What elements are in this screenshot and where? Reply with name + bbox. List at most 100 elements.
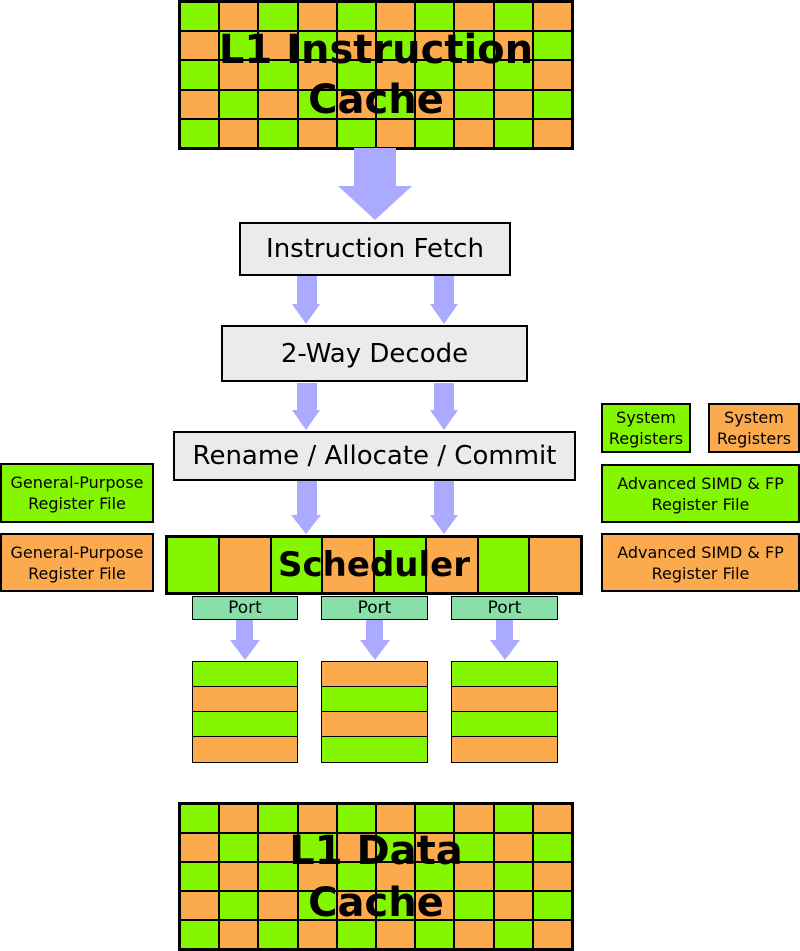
l1-data-cache-label-wrap: L1 Data Cache: [178, 802, 574, 951]
arrow-port2-unit: [360, 620, 390, 660]
cache-cell: [336, 118, 376, 148]
cache-cell: [180, 118, 220, 148]
cache-cell: [258, 60, 298, 90]
cache-cell: [180, 31, 220, 61]
cache-cell: [532, 31, 572, 61]
simd-fp-register-file-green-line1: Advanced SIMD & FP: [617, 473, 784, 493]
l1-data-cache-line2: Cache: [308, 879, 444, 926]
cache-cell: [297, 89, 337, 119]
simd-fp-register-file-orange-line2: Register File: [651, 563, 750, 583]
scheduler-cell: [529, 537, 581, 593]
cache-cell: [297, 2, 337, 32]
port-3-label: Port: [487, 598, 522, 618]
cache-cell: [336, 833, 376, 862]
gp-register-file-green-line2: Register File: [28, 494, 126, 513]
cache-cell: [219, 891, 259, 920]
cache-cell: [415, 2, 455, 32]
cache-cell: [376, 862, 416, 891]
cache-cell: [493, 60, 533, 90]
cache-cell: [258, 891, 298, 920]
execution-unit-3: [451, 661, 558, 763]
l1-instruction-cache: [178, 0, 574, 150]
cache-cell: [297, 833, 337, 862]
cache-cell: [532, 833, 572, 862]
system-registers-orange-line2: Registers: [716, 429, 792, 448]
cache-cell: [336, 804, 376, 833]
cache-cell: [258, 31, 298, 61]
cache-cell: [415, 31, 455, 61]
cache-cell: [454, 891, 494, 920]
cache-cell: [258, 833, 298, 862]
cache-cell: [376, 833, 416, 862]
cache-cell: [376, 891, 416, 920]
execution-unit-2: [321, 661, 428, 763]
arrow-port3-unit: [490, 620, 520, 660]
port-2: Port: [321, 596, 428, 620]
cache-cell: [532, 920, 572, 949]
cache-cell: [258, 2, 298, 32]
cache-cell: [258, 118, 298, 148]
cache-cell: [180, 60, 220, 90]
cache-cell: [532, 2, 572, 32]
cache-cell: [336, 31, 376, 61]
simd-fp-register-file-green: Advanced SIMD & FP Register File: [601, 464, 800, 523]
cache-cell: [219, 118, 259, 148]
arrow-fetch-decode-left: [292, 276, 320, 324]
cache-cell: [532, 804, 572, 833]
port-3: Port: [451, 596, 558, 620]
cache-cell: [376, 118, 416, 148]
l1-data-cache: [178, 802, 574, 951]
cache-cell: [376, 31, 416, 61]
cache-cell: [493, 31, 533, 61]
cache-cell: [219, 31, 259, 61]
cache-cell: [493, 891, 533, 920]
cache-cell: [297, 60, 337, 90]
cache-cell: [258, 89, 298, 119]
scheduler-cell: [218, 537, 271, 593]
cache-cell: [219, 833, 259, 862]
cache-cell: [415, 804, 455, 833]
arrow-decode-rename-right: [430, 383, 458, 430]
cache-cell: [297, 862, 337, 891]
cache-cell: [336, 60, 376, 90]
gp-register-file-green: General-Purpose Register File: [0, 463, 154, 523]
arrow-rename-scheduler-right: [430, 481, 458, 534]
cache-cell: [336, 891, 376, 920]
cache-cell: [415, 60, 455, 90]
cache-cell: [258, 862, 298, 891]
execution-unit-1: [192, 661, 298, 763]
rename-allocate-commit-box: Rename / Allocate / Commit: [173, 431, 576, 481]
cache-cell: [180, 89, 220, 119]
scheduler: [165, 535, 583, 595]
cache-cell: [219, 2, 259, 32]
cache-cell: [532, 891, 572, 920]
instruction-fetch-label: Instruction Fetch: [266, 234, 484, 264]
cache-cell: [493, 118, 533, 148]
cache-cell: [219, 60, 259, 90]
arrow-icache-to-fetch: [338, 148, 412, 220]
scheduler-label-wrap: Scheduler: [165, 535, 583, 595]
arrow-decode-rename-left: [292, 383, 320, 430]
cache-cell: [219, 920, 259, 949]
cache-cell: [493, 862, 533, 891]
rename-allocate-commit-label: Rename / Allocate / Commit: [192, 441, 557, 471]
scheduler-title: Scheduler: [278, 545, 470, 585]
arrow-rename-scheduler-left: [291, 481, 321, 534]
cache-cell: [415, 920, 455, 949]
cache-cell: [297, 118, 337, 148]
l1-data-cache-line1: L1 Data: [289, 827, 463, 874]
system-registers-orange: System Registers: [708, 403, 800, 453]
cache-cell: [336, 920, 376, 949]
system-registers-green-line1: System: [616, 408, 676, 427]
cache-cell: [493, 89, 533, 119]
cache-cell: [180, 920, 220, 949]
l1-data-cache-title: L1 Data Cache: [178, 802, 574, 951]
cache-cell: [532, 60, 572, 90]
cache-cell: [297, 920, 337, 949]
cache-cell: [532, 862, 572, 891]
gp-register-file-orange-line1: General-Purpose: [10, 542, 144, 562]
scheduler-cell: [167, 537, 219, 593]
scheduler-cell: [322, 537, 374, 593]
cache-cell: [493, 2, 533, 32]
